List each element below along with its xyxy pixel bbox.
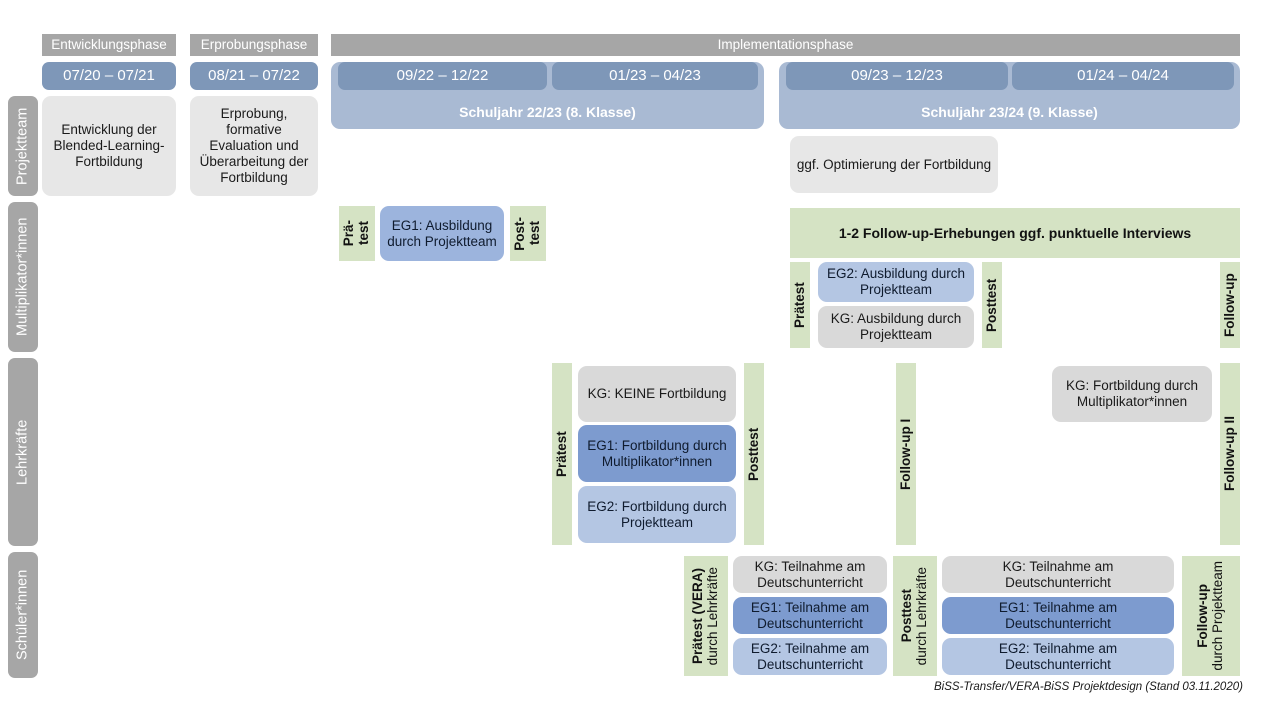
followup-schueler-sub: durch Projektteam xyxy=(1210,561,1225,671)
posttest-schueler-main: Posttest xyxy=(899,589,915,643)
green-posttest-multiplikatoren-right: Posttest xyxy=(982,262,1002,348)
posttest-schueler-sub: durch Lehrkräfte xyxy=(914,566,929,666)
card-eg1-fortbildung-multiplikatoren: EG1: Fortbildung durch Multiplikator*inn… xyxy=(578,425,736,482)
phase-bar-entwicklungsphase: Entwicklungsphase xyxy=(42,34,176,56)
green-posttest-schueler: Posttest durch Lehrkräfte xyxy=(893,556,937,676)
green-followup-2-lehrkraefte: Follow-up II xyxy=(1220,363,1240,545)
praetest-vera-sub: durch Lehrkräfte xyxy=(705,566,720,666)
period-chip-0123-0423: 01/23 – 04/23 xyxy=(552,62,758,90)
phase-bar-erprobungsphase: Erprobungsphase xyxy=(190,34,318,56)
period-chip-0923-1223: 09/23 – 12/23 xyxy=(786,62,1008,90)
card-eg2-ausbildung-projektteam: EG2: Ausbildung durch Projektteam xyxy=(818,262,974,302)
green-followup-1-lehrkraefte: Follow-up I xyxy=(896,363,916,545)
green-praetest-multiplikatoren-left: Prä- test xyxy=(339,206,375,261)
green-posttest-multiplikatoren-left: Post- test xyxy=(510,206,546,261)
card-schueler-eg2-left: EG2: Teilnahme am Deutschunterricht xyxy=(733,638,887,675)
row-label-lehrkraefte: Lehrkräfte xyxy=(8,358,38,546)
green-praetest-lehrkraefte: Prätest xyxy=(552,363,572,545)
row-label-schuelerinnen: Schüler*innen xyxy=(8,552,38,678)
period-chip-0124-0424: 01/24 – 04/24 xyxy=(1012,62,1234,90)
card-schueler-eg2-right: EG2: Teilnahme am Deutschunterricht xyxy=(942,638,1174,675)
period-chip-0821-0722: 08/21 – 07/22 xyxy=(190,62,318,90)
footer-source-note: BiSS-Transfer/VERA-BiSS Projektdesign (S… xyxy=(934,681,1243,693)
row-label-projektteam: Projektteam xyxy=(8,96,38,196)
card-schueler-kg-left: KG: Teilnahme am Deutschunterricht xyxy=(733,556,887,593)
card-eg2-fortbildung-projektteam: EG2: Fortbildung durch Projektteam xyxy=(578,486,736,543)
period-chip-0922-1222: 09/22 – 12/22 xyxy=(338,62,547,90)
praetest-label-line1: Prä- xyxy=(341,220,357,247)
praetest-label-line2: test xyxy=(356,221,371,246)
card-schueler-eg1-right: EG1: Teilnahme am Deutschunterricht xyxy=(942,597,1174,634)
card-erprobung-evaluation: Erprobung, formative Evaluation und Über… xyxy=(190,96,318,196)
card-entwicklung-fortbildung: Entwicklung der Blended-Learning-Fortbil… xyxy=(42,96,176,196)
card-schueler-kg-right: KG: Teilnahme am Deutschunterricht xyxy=(942,556,1174,593)
green-praetest-multiplikatoren-right: Prätest xyxy=(790,262,810,348)
praetest-vera-main: Prätest (VERA) xyxy=(690,567,706,665)
card-kg-keine-fortbildung: KG: KEINE Fortbildung xyxy=(578,366,736,422)
row-label-multiplikatorinnen: Multiplikator*innen xyxy=(8,202,38,352)
posttest-label-line2: test xyxy=(527,221,542,246)
green-posttest-lehrkraefte: Posttest xyxy=(744,363,764,545)
green-followup-multiplikatoren: Follow-up xyxy=(1220,262,1240,348)
card-kg-ausbildung-projektteam: KG: Ausbildung durch Projektteam xyxy=(818,306,974,348)
posttest-label-line1: Post- xyxy=(512,216,528,251)
card-kg-fortbildung-multiplikatoren: KG: Fortbildung durch Multiplikator*inne… xyxy=(1052,366,1212,422)
card-schueler-eg1-left: EG1: Teilnahme am Deutschunterricht xyxy=(733,597,887,634)
phase-bar-implementationsphase: Implementationsphase xyxy=(331,34,1240,56)
green-praetest-vera-schueler: Prätest (VERA) durch Lehrkräfte xyxy=(684,556,728,676)
period-chip-0720-0721: 07/20 – 07/21 xyxy=(42,62,176,90)
green-band-followup-erhebungen: 1-2 Follow-up-Erhebungen ggf. punktuelle… xyxy=(790,208,1240,258)
card-optimierung-fortbildung: ggf. Optimierung der Fortbildung xyxy=(790,136,998,193)
followup-schueler-main: Follow-up xyxy=(1195,584,1211,648)
green-followup-schueler: Follow-up durch Projektteam xyxy=(1182,556,1240,676)
card-eg1-ausbildung-projektteam: EG1: Ausbildung durch Projektteam xyxy=(380,206,504,261)
